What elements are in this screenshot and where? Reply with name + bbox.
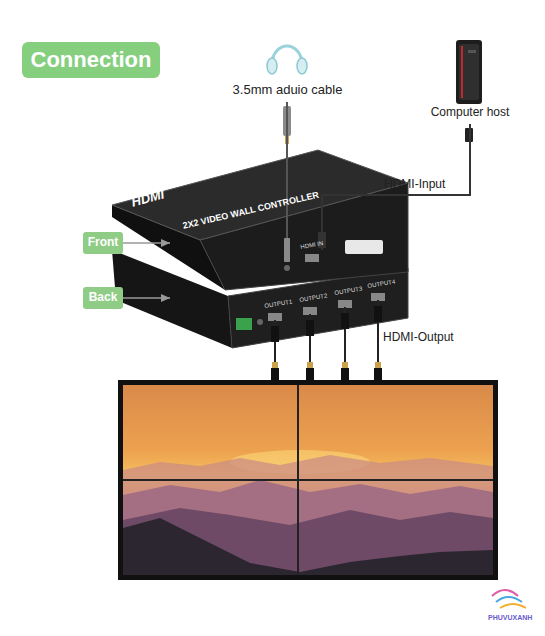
node-label: Computer host: [415, 106, 525, 119]
node-label: Back: [83, 291, 123, 304]
edge-label: HDMI-Input: [384, 178, 445, 191]
computer-host-node: Computer host: [415, 32, 525, 124]
node-label: 3.5mm aduio cable: [215, 83, 360, 97]
watermark: PHUVUXANH: [488, 614, 532, 622]
node-label: Front: [83, 236, 123, 249]
title-badge: Connection: [22, 42, 160, 78]
pointer-arrow: [123, 242, 170, 244]
cable: [286, 102, 288, 148]
computer-tower: [456, 40, 482, 142]
audio-plug: [283, 106, 291, 144]
title-text: Connection: [22, 48, 160, 72]
face-label: Back: [83, 287, 123, 309]
audio-plug: [284, 238, 290, 262]
headphone-icon: [267, 46, 307, 74]
output-cables: [271, 300, 382, 380]
pointer-arrow: [123, 297, 170, 299]
video-wall: [118, 380, 498, 580]
signal-label: HDMI-Output: [383, 331, 454, 344]
node-label: 2X2 VIDEO WALL CONTROLLER: [182, 191, 320, 232]
controller-device: [112, 150, 408, 348]
hdmi-cable: [322, 195, 410, 250]
face-label: Front: [83, 232, 123, 254]
headphone-node: 3.5mm aduio cable: [215, 28, 360, 102]
watermark-logo: [492, 590, 526, 608]
video-wall-controller: HDMI2X2 VIDEO WALL CONTROLLER: [170, 148, 410, 348]
